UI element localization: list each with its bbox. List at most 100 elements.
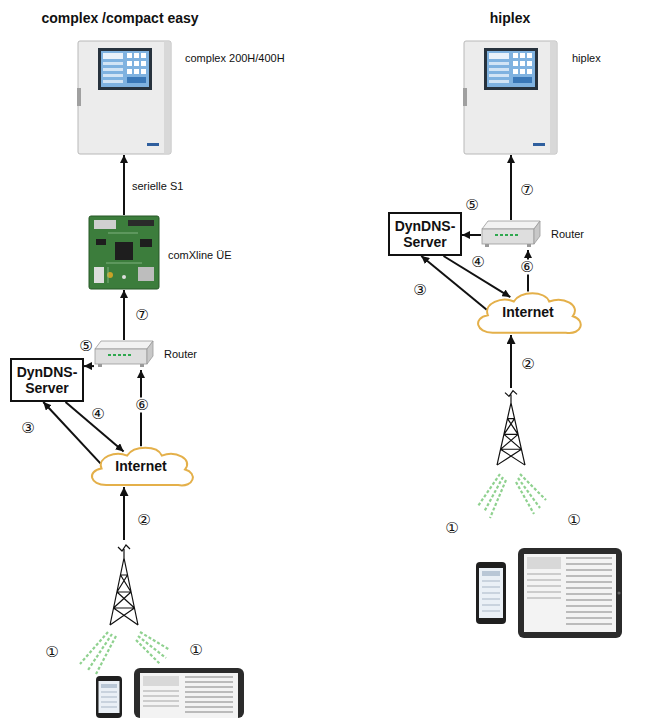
drawing-rect: [128, 354, 131, 356]
drawing-rect: [185, 696, 233, 698]
drawing-rect: [127, 53, 132, 58]
uplink-arrow: [510, 335, 512, 388]
node-text: Internet: [83, 458, 199, 474]
drawing-rect: [527, 573, 561, 575]
drawing-rect: [566, 587, 612, 589]
drawing-rect: [141, 53, 146, 58]
drawing-rect: [527, 244, 531, 247]
drawing-rect: [108, 354, 111, 356]
drawing-rect: [134, 69, 139, 74]
drawing-rect: [94, 220, 116, 229]
drawing-rect: [185, 686, 233, 688]
drawing-rect: [482, 571, 500, 576]
drawing-rect: [98, 48, 152, 90]
drawing-rect: [527, 585, 561, 587]
drawing-rect: [482, 580, 500, 582]
column-heading: hiplex: [490, 11, 530, 25]
drawing-path: [478, 474, 506, 518]
step-number: ⑥: [519, 260, 534, 275]
step-number: ⑦: [519, 183, 534, 198]
drawing-rect: [140, 239, 152, 247]
drawing-rect: [566, 599, 612, 601]
step-number: ①: [44, 645, 59, 660]
drawing-polygon: [95, 341, 153, 349]
drawing-rect: [101, 701, 117, 703]
drawing-rect: [98, 364, 102, 367]
step-number: ③: [20, 421, 35, 436]
drawing-rect: [96, 676, 122, 718]
step-number: ①: [566, 513, 581, 528]
drawing-rect: [185, 691, 233, 693]
drawing-rect: [527, 591, 561, 593]
drawing-rect: [566, 557, 612, 559]
drawing-rect: [566, 581, 612, 583]
device-label: comXline ÜE: [168, 249, 232, 262]
drawing-rect: [500, 234, 503, 236]
drawing-rect: [527, 557, 561, 569]
drawing-rect: [482, 610, 500, 612]
drawing-rect: [489, 62, 509, 65]
drawing-rect: [113, 354, 116, 356]
drawing-rect: [147, 143, 159, 146]
internet-cloud: Internet: [83, 440, 199, 492]
drawing-rect: [103, 62, 123, 65]
drawing-rect: [143, 690, 179, 692]
server-box: DynDNS- Server: [388, 212, 462, 256]
drawing-rect: [476, 562, 506, 624]
router-device-drawing: [94, 340, 154, 370]
tablet: [134, 668, 244, 718]
connector-arrow: [462, 234, 481, 236]
step-number: ⑤: [78, 339, 93, 354]
drawing-rect: [143, 695, 179, 697]
drawing-circle: [122, 275, 126, 279]
device-label: Router: [551, 228, 584, 241]
device-label: Router: [164, 348, 197, 361]
step-number: ④: [470, 255, 485, 270]
drawing-path: [80, 632, 116, 674]
drawing-rect: [463, 88, 467, 106]
drawing-rect: [566, 605, 612, 607]
router-device: Router: [94, 340, 154, 370]
drawing-rect: [143, 705, 179, 707]
drawing-rect: [89, 216, 159, 289]
drawing-rect: [479, 568, 503, 618]
drawing-rect: [495, 234, 498, 236]
step-number: ⑦: [134, 308, 149, 323]
drawing-rect: [134, 53, 139, 58]
node-text: DynDNS- Server: [16, 364, 78, 396]
uplink-arrow: [123, 487, 125, 540]
drawing-rect: [524, 554, 616, 632]
drawing-rect: [566, 569, 612, 571]
drawing-circle: [618, 592, 621, 595]
step-number: ②: [520, 357, 535, 372]
interface-board-drawing: [88, 215, 160, 290]
drawing-rect: [103, 80, 123, 83]
drawing-rect: [185, 676, 233, 678]
column-heading: complex /compact easy: [41, 11, 198, 25]
control-unit: hiplex: [463, 40, 558, 155]
drawing-rect: [101, 684, 117, 688]
smartphone: [476, 562, 506, 624]
radio-waves: [80, 474, 546, 674]
drawing-rect: [96, 239, 106, 245]
drawing-rect: [127, 77, 146, 83]
drawing-rect: [566, 575, 612, 577]
interface-board: comXline ÜE: [88, 215, 160, 290]
drawing-rect: [489, 74, 509, 77]
control-unit-drawing: [463, 40, 558, 155]
drawing-polygon: [147, 341, 153, 364]
drawing-rect: [520, 53, 525, 58]
drawing-rect: [115, 242, 133, 260]
drawing-rect: [485, 244, 489, 247]
drawing-rect: [464, 41, 557, 154]
drawing-rect: [141, 61, 146, 66]
drawing-rect: [99, 681, 120, 713]
drawing-rect: [489, 80, 509, 83]
drawing-rect: [103, 53, 123, 59]
drawing-rect: [515, 234, 518, 236]
drawing-rect: [527, 597, 561, 599]
drawing-rect: [94, 267, 104, 283]
drawing-rect: [77, 88, 81, 106]
drawing-rect: [134, 61, 139, 66]
drawing-rect: [101, 696, 117, 698]
